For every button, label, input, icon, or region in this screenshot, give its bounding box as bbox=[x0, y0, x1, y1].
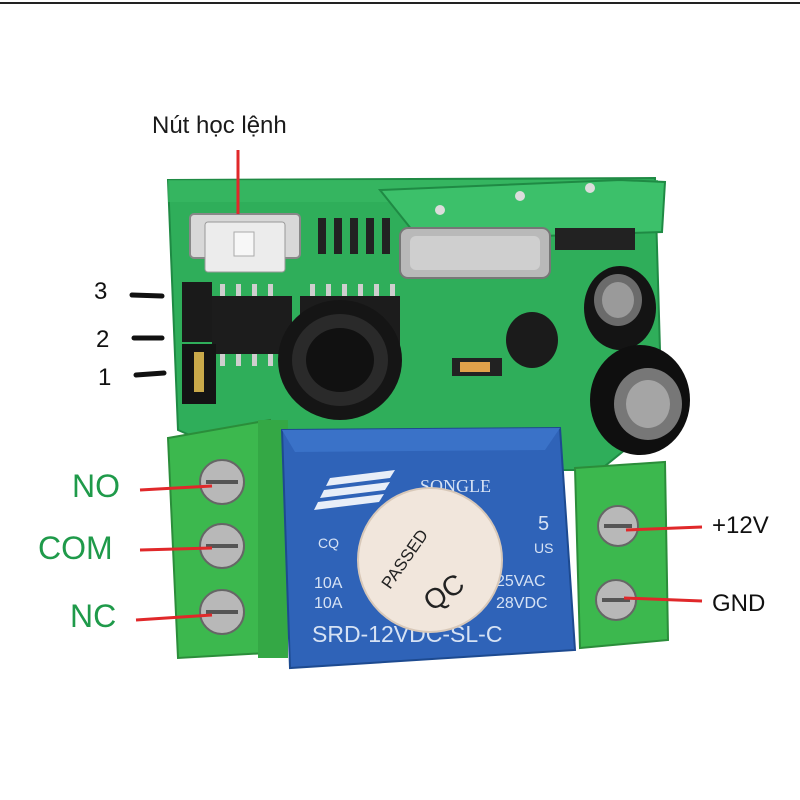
screw-12v bbox=[597, 505, 639, 547]
capacitor-top bbox=[584, 266, 656, 350]
nc-label: NC bbox=[70, 598, 117, 634]
jumper-header bbox=[182, 282, 216, 404]
antenna-coil bbox=[278, 300, 402, 420]
screw-nc bbox=[199, 589, 245, 635]
arrow-gnd bbox=[623, 596, 703, 603]
relay-rating-3: 25VAC bbox=[496, 573, 546, 590]
terminal-block-right bbox=[573, 460, 670, 650]
ic-chip-left bbox=[212, 284, 292, 366]
songle-logo bbox=[314, 470, 395, 510]
pin-3-label: 3 bbox=[94, 278, 108, 305]
diode-band bbox=[460, 362, 490, 372]
screw-gnd bbox=[595, 579, 637, 621]
v12-label: +12V bbox=[712, 512, 769, 539]
arrow-com bbox=[139, 546, 213, 552]
relay-us: US bbox=[534, 540, 553, 556]
no-label: NO bbox=[72, 468, 120, 504]
screw-com bbox=[199, 523, 245, 569]
relay-cq: CQ bbox=[318, 535, 339, 551]
arrow-no bbox=[139, 484, 213, 492]
gnd-label: GND bbox=[712, 590, 766, 617]
arrow-12v bbox=[625, 525, 703, 532]
crystal-oscillator bbox=[399, 227, 551, 279]
arrow-nc bbox=[135, 613, 213, 622]
pin-1-label: 1 bbox=[98, 364, 112, 391]
transistor bbox=[506, 312, 558, 368]
screw-no bbox=[199, 459, 245, 505]
rf-module bbox=[377, 178, 667, 250]
qc-sticker: PASSED QC bbox=[357, 487, 503, 633]
pin-2-label: 2 bbox=[96, 326, 110, 353]
relay-rating-1: 10A bbox=[314, 575, 343, 592]
relay-5: 5 bbox=[538, 513, 549, 535]
marker-pin-1 bbox=[133, 370, 167, 378]
relay-rating-4: 28VDC bbox=[496, 595, 548, 612]
learn-button-label: Nút học lệnh bbox=[152, 112, 287, 139]
terminal-block-left bbox=[166, 418, 288, 660]
marker-pin-3 bbox=[129, 292, 165, 299]
com-label: COM bbox=[38, 530, 113, 566]
learn-push-button bbox=[189, 213, 301, 273]
relay-rating-2: 10A bbox=[314, 595, 343, 612]
capacitor-bottom bbox=[590, 345, 690, 455]
smd-components bbox=[318, 218, 390, 254]
